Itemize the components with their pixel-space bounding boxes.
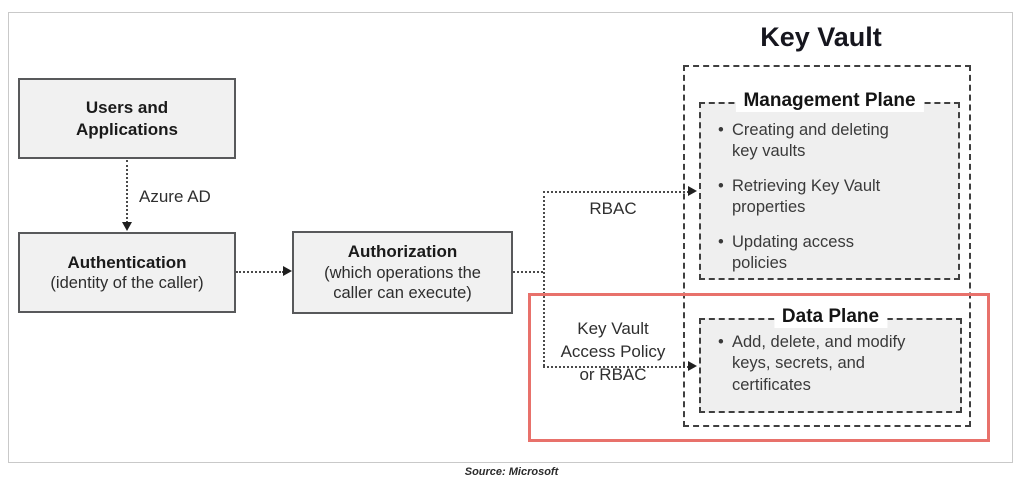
key-vault-access-policy-line: Key Vault [577, 319, 649, 338]
management-plane-title: Management Plane [735, 90, 924, 112]
arrow-down-icon [122, 222, 132, 231]
users-to-authentication-connector [126, 160, 128, 223]
users-applications-box: Users and Applications [18, 78, 236, 159]
authentication-title: Authentication [67, 252, 187, 272]
data-plane-box: Data Plane Add, delete, and modify keys,… [699, 306, 962, 413]
key-vault-access-policy-label: Key Vault Access Policy or RBAC [536, 317, 690, 386]
management-plane-bullet-list: Creating and deleting key vaults Retriev… [701, 104, 958, 275]
key-vault-access-policy-line: or RBAC [579, 365, 647, 384]
data-plane-highlight-rectangle [528, 293, 990, 442]
authentication-to-authorization-connector [236, 271, 284, 273]
arrow-right-icon [283, 266, 292, 276]
access-policy-to-data-connector [543, 366, 689, 368]
authorization-subtitle: (which operations the caller can execute… [324, 263, 481, 303]
data-plane-title: Data Plane [773, 306, 888, 328]
azure-ad-label: Azure AD [139, 187, 211, 206]
authentication-box: Authentication (identity of the caller) [18, 232, 236, 313]
management-plane-box: Management Plane Creating and deleting k… [699, 90, 960, 280]
rbac-to-management-connector [543, 191, 689, 193]
key-vault-title: Key Vault [760, 22, 882, 52]
source-note: Source: Microsoft [464, 466, 559, 478]
authorization-box: Authorization (which operations the call… [292, 231, 513, 314]
branch-vertical-connector [543, 191, 545, 366]
authorization-title: Authorization [347, 242, 458, 262]
arrow-right-icon [688, 361, 697, 371]
authorization-branch-connector [513, 271, 543, 273]
bullet-item: Add, delete, and modify keys, secrets, a… [717, 332, 913, 396]
key-vault-group-box [683, 65, 971, 427]
arrow-right-icon [688, 186, 697, 196]
key-vault-access-policy-line: Access Policy [560, 342, 666, 361]
rbac-label: RBAC [589, 199, 637, 218]
bullet-item: Retrieving Key Vault properties [717, 176, 913, 219]
data-plane-bullet-list: Add, delete, and modify keys, secrets, a… [701, 320, 960, 396]
authentication-subtitle: (identity of the caller) [50, 273, 204, 292]
bullet-item: Creating and deleting key vaults [717, 120, 913, 163]
users-applications-label: Users and Applications [75, 98, 178, 139]
bullet-item: Updating access policies [717, 232, 913, 275]
